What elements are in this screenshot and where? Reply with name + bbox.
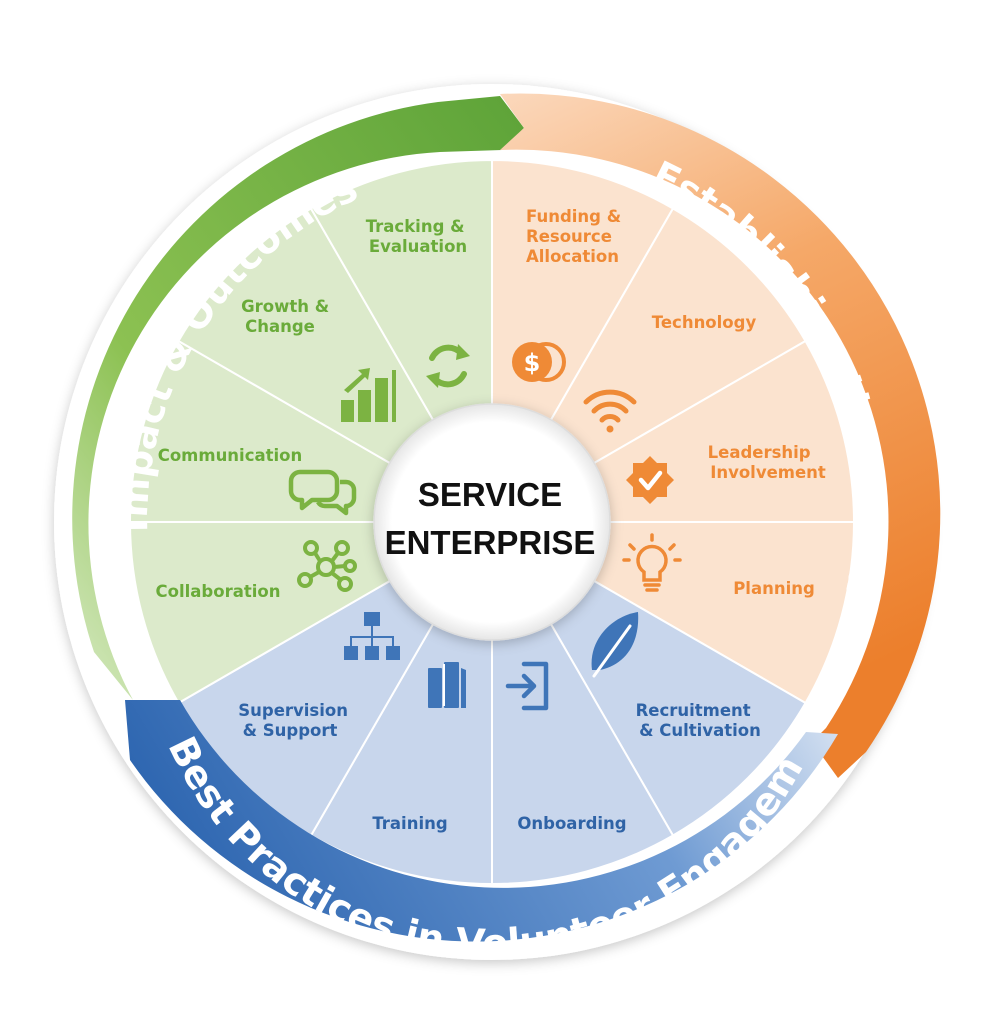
sign-in-icon <box>505 661 549 711</box>
label-supervision-support: Supervision & Support <box>238 701 354 740</box>
label-recruitment-cultivation: Recruitment & Cultivation <box>636 701 761 740</box>
segment-labels: Tracking & Evaluation Growth & Change Co… <box>156 207 826 833</box>
lightbulb-icon <box>622 533 682 592</box>
center-line-2: ENTERPRISE <box>385 524 596 561</box>
label-communication: Communication <box>158 446 303 465</box>
label-leadership-involvement: Leadership Involvement <box>708 443 826 482</box>
bar-chart-growth-icon <box>341 368 396 422</box>
label-training: Training <box>372 814 447 833</box>
label-technology: Technology <box>652 313 757 332</box>
center-circle <box>373 403 611 641</box>
leaf-icon <box>591 612 639 678</box>
org-chart-icon <box>344 612 400 660</box>
badge-check-icon <box>626 456 674 504</box>
label-collaboration: Collaboration <box>156 582 281 601</box>
label-funding-allocation: Funding & Resource Allocation <box>526 207 627 266</box>
network-hub-icon <box>297 540 357 592</box>
label-growth-change: Growth & Change <box>241 297 335 336</box>
center-line-1: SERVICE <box>418 476 562 513</box>
arc-impact-outcomes <box>72 96 524 700</box>
svg-text:$: $ <box>524 349 541 377</box>
refresh-cycle-icon <box>426 344 470 388</box>
label-planning: Planning <box>733 579 815 598</box>
wifi-icon <box>583 389 637 433</box>
coins-dollar-icon: $ <box>512 342 566 382</box>
arc-establishing-foundation <box>500 93 941 778</box>
books-icon <box>428 662 466 708</box>
label-tracking-evaluation: Tracking & Evaluation <box>366 217 471 256</box>
label-onboarding: Onboarding <box>517 814 626 833</box>
chat-bubbles-icon <box>288 469 357 516</box>
arc-best-practices <box>125 700 838 942</box>
